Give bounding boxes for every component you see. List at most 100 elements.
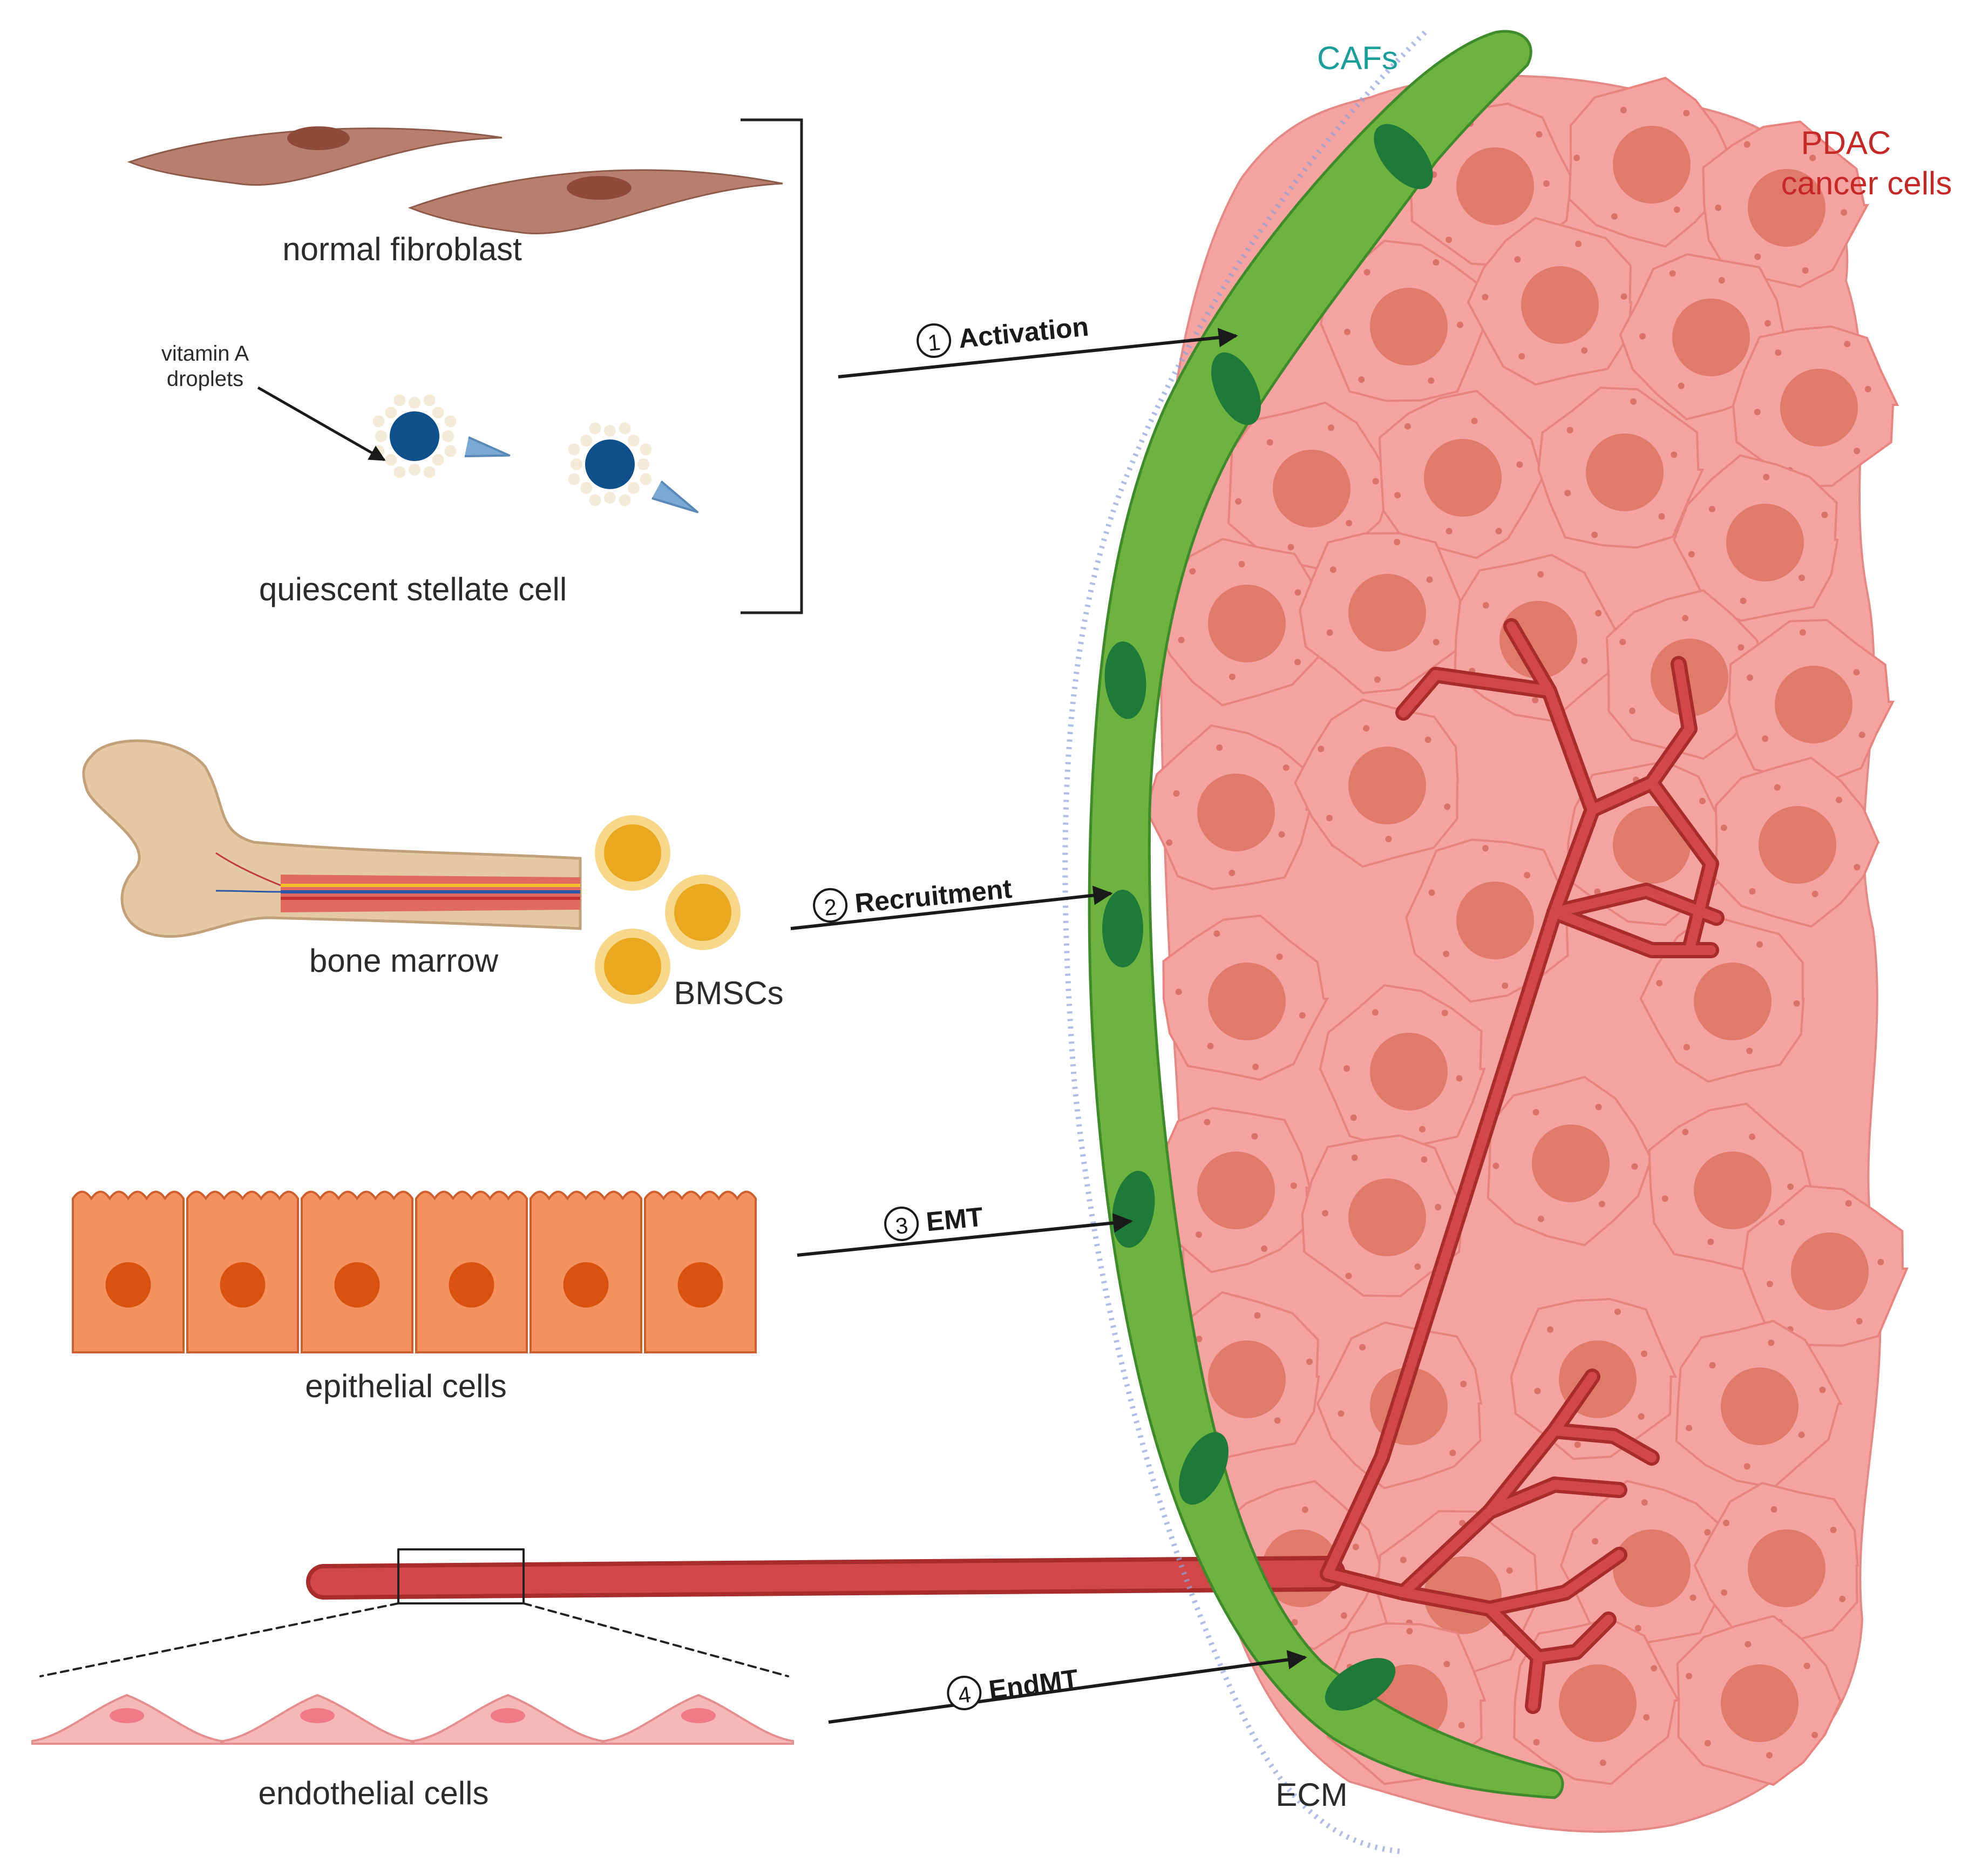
- cancer-cell: [1714, 756, 1880, 928]
- step-label: EMT: [925, 1202, 984, 1237]
- cancer-cell: [1467, 216, 1633, 386]
- cancer-cell-nucleus: [1532, 1125, 1610, 1202]
- stellate-cell: [568, 422, 698, 513]
- cancer-cell-nucleus: [1759, 806, 1836, 884]
- cancer-cell-nucleus: [1499, 601, 1577, 679]
- vitamin-a-droplet: [444, 445, 457, 457]
- blood-vessel: [39, 618, 1725, 1714]
- cancer-cell-nucleus: [1613, 1529, 1691, 1607]
- cancer-cell-nucleus: [1586, 434, 1664, 511]
- epithelial-label: epithelial cells: [305, 1368, 507, 1404]
- activation-arrow: [838, 328, 1238, 378]
- epithelial-cell: [186, 1190, 299, 1353]
- caf-nucleus: [1211, 352, 1261, 425]
- cancer-cell-nucleus: [1521, 266, 1599, 344]
- vitamin-a-pointer: [257, 386, 386, 462]
- cancer-cell: [1568, 77, 1735, 248]
- cancer-cell: [1487, 1075, 1654, 1247]
- cancer-cell-nucleus: [1208, 963, 1286, 1040]
- cancer-cell-nucleus: [1348, 1179, 1426, 1256]
- inset-dashed-line-left: [39, 1602, 399, 1677]
- cancer-cell: [1144, 1107, 1311, 1274]
- vitamin-a-droplet: [571, 458, 582, 470]
- recruitment-arrow: [790, 885, 1113, 930]
- vitamin-a-droplet: [372, 415, 385, 428]
- cancer-cell-nucleus: [1672, 299, 1750, 376]
- fibroblast-nucleus: [287, 126, 350, 150]
- cancer-cell-nucleus: [1208, 1340, 1286, 1418]
- fibroblast-cell: [408, 169, 783, 235]
- inset-dashed-line-right: [522, 1602, 789, 1677]
- vitamin-a-droplet: [568, 473, 580, 485]
- step-number: 2: [823, 894, 838, 920]
- cancer-cell: [1299, 532, 1466, 694]
- vitamin-a-droplet: [409, 464, 420, 476]
- source-bracket: [741, 118, 803, 614]
- cancer-cell-nucleus: [1791, 1232, 1869, 1310]
- cancer-cell: [1673, 454, 1839, 622]
- endothelial-nucleus: [491, 1708, 525, 1723]
- vitamin-a-droplet: [627, 435, 640, 447]
- cancer-cell-nucleus: [1197, 1152, 1275, 1229]
- cancer-cell: [1405, 838, 1572, 1003]
- quiescent-stellate-cells: [372, 394, 698, 513]
- bone-marrow-label: bone marrow: [309, 943, 499, 979]
- epithelial-cell: [644, 1190, 757, 1353]
- cancer-cell: [1732, 325, 1899, 488]
- cancer-cell: [1378, 389, 1546, 559]
- step-number-circle: [917, 323, 952, 358]
- vitamin-a-droplet: [442, 430, 454, 442]
- step-number-circle: [813, 888, 848, 923]
- vitamin-a-droplet: [393, 394, 406, 407]
- vitamin-a-droplet: [604, 425, 616, 437]
- epithelial-cell: [415, 1190, 528, 1353]
- vitamin-a-droplet: [637, 458, 649, 470]
- cancer-cell: [1676, 1615, 1843, 1786]
- bmsc-cells: [595, 815, 741, 1004]
- cancer-cell-nucleus: [1348, 574, 1426, 652]
- cancer-cell: [1319, 984, 1486, 1148]
- endothelial-cell: [31, 1694, 222, 1745]
- fibroblast-cell: [127, 127, 503, 186]
- epithelial-cell: [72, 1190, 185, 1353]
- vitamin-a-droplet: [385, 453, 397, 466]
- cancer-cell-nucleus: [1780, 369, 1858, 446]
- caf-nuclei: [1102, 124, 1433, 1711]
- cancer-cell-nucleus: [1559, 1664, 1637, 1742]
- vitamin-a-label-line1: vitamin A: [161, 342, 249, 365]
- vitamin-a-label-line2: droplets: [167, 367, 243, 391]
- cancer-cell-nucleus: [1651, 639, 1728, 716]
- endothelial-cell-row: [31, 1694, 794, 1745]
- endothelial-cell: [603, 1694, 794, 1745]
- step-label-endmt: 4 EndMT: [947, 1663, 1080, 1710]
- vitamin-a-droplet: [409, 397, 420, 409]
- cancer-cell: [1560, 1480, 1726, 1647]
- cancer-cell-nucleus: [1726, 504, 1804, 581]
- cancer-cell-nucleus: [1694, 1152, 1772, 1229]
- cancer-cell: [1537, 387, 1705, 549]
- vitamin-a-droplet: [568, 443, 580, 456]
- cancer-cell-nucleus: [1273, 450, 1350, 527]
- epithelial-nucleus: [105, 1262, 151, 1308]
- vitamin-a-droplet: [423, 394, 436, 407]
- vitamin-a-droplet: [432, 453, 444, 466]
- normal-fibroblasts: [127, 126, 783, 235]
- step-label-emt: 3 EMT: [884, 1202, 985, 1242]
- cafs-label: CAFs: [1317, 40, 1398, 76]
- vitamin-a-droplet: [589, 422, 601, 435]
- endmt-arrow: [828, 1650, 1307, 1724]
- stellate-nucleus: [585, 439, 635, 489]
- cancer-cell-nucleus: [1775, 666, 1852, 743]
- caf-nucleus: [1325, 1658, 1396, 1711]
- quiescent-stellate-label: quiescent stellate cell: [259, 571, 567, 607]
- cancer-cell-nucleus: [1613, 806, 1691, 884]
- vitamin-a-droplet: [444, 415, 457, 428]
- cancer-cell: [1320, 239, 1487, 402]
- cancer-cell-nucleus: [1208, 585, 1286, 662]
- vitamin-a-droplet: [432, 407, 444, 419]
- vitamin-a-droplet: [580, 482, 593, 494]
- emt-arrow: [797, 1213, 1133, 1257]
- vitamin-a-droplet: [627, 482, 640, 494]
